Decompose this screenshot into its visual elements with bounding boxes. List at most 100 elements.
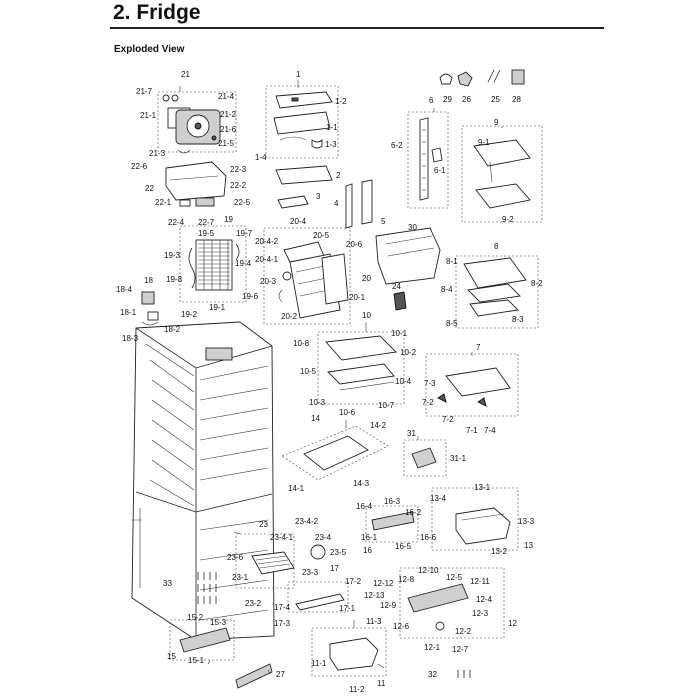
part-group-7	[425, 353, 519, 417]
callout-label: 8-1	[446, 257, 458, 266]
callout-label: 10-5	[300, 367, 317, 376]
callout-label: 29	[443, 95, 452, 104]
callout-label: 22	[145, 184, 154, 193]
ice-bucket-cover	[321, 253, 349, 305]
part-28-cap	[511, 69, 525, 85]
callout-label: 22-3	[230, 165, 247, 174]
part-4-rail	[345, 183, 353, 229]
callout-label: 13	[524, 541, 533, 550]
part-group-30	[375, 227, 441, 285]
part-group-31	[403, 439, 447, 477]
callout-label: 8-2	[531, 279, 543, 288]
part-5-rail	[361, 179, 373, 225]
callout-label: 31-1	[450, 454, 467, 463]
callout-label: 10-6	[339, 408, 356, 417]
callout-label: 19-4	[235, 259, 252, 268]
callout-label: 16-1	[361, 533, 378, 542]
callout-label: 7-1	[466, 426, 478, 435]
callout-label: 16-3	[384, 497, 401, 506]
shelf-glass	[473, 139, 531, 167]
callout-label: 21-7	[136, 87, 153, 96]
callout-label: 21-3	[149, 149, 166, 158]
callout-label: 23-4-2	[295, 517, 319, 526]
part-group-10	[317, 331, 405, 405]
callout-label: 12-10	[418, 566, 439, 575]
part-group-9	[461, 125, 543, 223]
part-group-15	[169, 619, 235, 661]
callout-label: 16-5	[395, 542, 412, 551]
callout-label: 14	[311, 414, 320, 423]
part-26-clip	[457, 71, 473, 87]
callout-label: 23-5	[330, 548, 347, 557]
callout-label: 19-2	[181, 310, 198, 319]
callout-label: 12-8	[398, 575, 415, 584]
callout-label: 19-3	[164, 251, 181, 260]
callout-label: 10-4	[395, 377, 412, 386]
callout-label: 28	[512, 95, 521, 104]
callout-label: 7-2	[422, 398, 434, 407]
crisper-drawer	[329, 637, 379, 671]
callout-label: 13-1	[474, 483, 491, 492]
callout-label: 21-4	[218, 92, 235, 101]
callout-label: 19-8	[166, 275, 183, 284]
drawer-tray	[463, 257, 527, 289]
callout-label: 22-5	[234, 198, 251, 207]
callout-label: 17-2	[345, 577, 362, 586]
callout-label: 1-3	[325, 140, 337, 149]
callout-label: 9	[494, 118, 499, 127]
callout-label: 20-5	[313, 231, 330, 240]
callout-label: 17	[330, 564, 339, 573]
callout-label: 17-1	[339, 604, 356, 613]
sensor-block	[141, 291, 155, 305]
part-group-14	[281, 425, 389, 481]
callout-label: 26	[462, 95, 471, 104]
callout-label: 32	[428, 670, 437, 679]
callout-label: 6	[429, 96, 434, 105]
dispenser-bin	[375, 227, 441, 285]
callout-label: 21-1	[140, 111, 157, 120]
callout-labels: 1 1-1 1-2 1-3 1-4 2 3 4 5 6 6-1 6-2 7 7-…	[116, 70, 543, 694]
callout-label: 10-1	[391, 329, 408, 338]
callout-label: 14-3	[353, 479, 370, 488]
callout-label: 20-3	[260, 277, 277, 286]
callout-label: 12-2	[455, 627, 472, 636]
callout-label: 22-4	[168, 218, 185, 227]
part-23-5-motor	[310, 544, 326, 560]
callout-label: 4	[334, 199, 339, 208]
callout-label: 21-6	[220, 125, 237, 134]
callout-label: 23-2	[245, 599, 262, 608]
callout-label: 30	[408, 223, 417, 232]
part-group-18	[141, 291, 159, 326]
tray-23	[251, 551, 295, 575]
callout-label: 18-3	[122, 334, 139, 343]
callout-label: 16-2	[405, 508, 422, 517]
callout-label: 1-4	[255, 153, 267, 162]
part-group-8	[455, 255, 539, 329]
callout-label: 14-2	[370, 421, 387, 430]
callout-label: 19-1	[209, 303, 226, 312]
callout-label: 3	[316, 192, 321, 201]
page-title: 2. Fridge	[113, 1, 201, 24]
callout-label: 31	[407, 429, 416, 438]
refrigerator-cabinet	[131, 321, 275, 641]
part-31-module	[411, 447, 437, 469]
callout-label: 12-4	[476, 595, 493, 604]
callout-label: 20-1	[349, 293, 366, 302]
evaporator-cover	[165, 161, 227, 201]
drawer-13	[455, 507, 511, 545]
callout-label: 8	[494, 242, 499, 251]
part-29-knob	[439, 73, 453, 85]
callout-label: 8-4	[441, 285, 453, 294]
callout-label: 21-2	[220, 110, 237, 119]
callout-label: 17-4	[274, 603, 291, 612]
callout-label: 15-1	[188, 656, 205, 665]
part-group-17	[287, 581, 349, 613]
small-parts-top-right	[439, 69, 525, 87]
part-group-22	[165, 161, 227, 207]
part-27-trim	[235, 663, 273, 689]
callout-label: 5	[381, 217, 386, 226]
callout-label: 11-3	[366, 617, 382, 626]
callout-label: 13-3	[518, 517, 535, 526]
part-group-19	[179, 225, 247, 303]
